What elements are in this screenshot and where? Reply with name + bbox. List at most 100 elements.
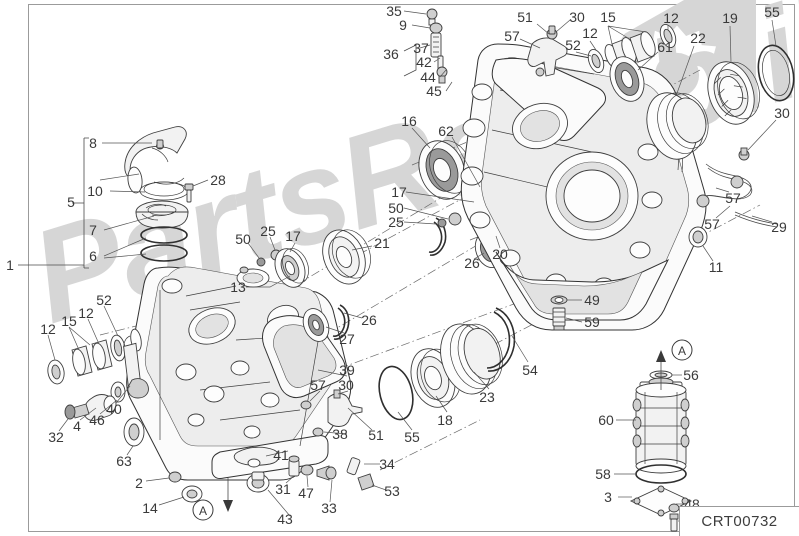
callout-49: 49 xyxy=(584,292,600,308)
part-left-spacer-stack xyxy=(47,328,142,385)
callout-28: 28 xyxy=(210,172,226,188)
callout-52-left: 52 xyxy=(96,292,112,308)
callout-62: 62 xyxy=(438,123,454,139)
callout-33: 33 xyxy=(321,500,337,516)
callout-30-right: 30 xyxy=(774,105,790,121)
part-bearing-27 xyxy=(302,304,350,342)
callout-55-bottom: 55 xyxy=(404,429,420,445)
callout-17-right: 17 xyxy=(391,184,407,200)
drawing-number: CRT00732 xyxy=(701,513,778,530)
callout-19: 19 xyxy=(722,10,738,26)
part-bolt-28 xyxy=(184,183,194,203)
callout-51-top: 51 xyxy=(517,9,533,25)
callout-16: 16 xyxy=(401,113,417,129)
callout-37: 37 xyxy=(413,40,429,56)
callout-10: 10 xyxy=(87,183,103,199)
callout-5: 5 xyxy=(67,194,75,210)
callout-55-top: 55 xyxy=(764,4,780,20)
callout-20: 20 xyxy=(492,246,508,262)
callout-42: 42 xyxy=(416,54,432,70)
part-circlip-55-top xyxy=(757,44,795,102)
callout-52-top: 52 xyxy=(565,37,581,53)
callout-8: 8 xyxy=(89,135,97,151)
callout-21: 21 xyxy=(374,235,390,251)
callout-57-right-1: 57 xyxy=(725,190,741,206)
svg-text:A: A xyxy=(678,344,686,358)
callout-3: 3 xyxy=(604,489,612,505)
callout-12-left-2: 12 xyxy=(40,321,56,337)
callout-46: 46 xyxy=(89,412,105,428)
callout-15: 15 xyxy=(600,9,616,25)
drawing-frame xyxy=(28,4,795,532)
part-bracket-4 xyxy=(64,394,117,421)
part-left-crankcase-half xyxy=(126,266,352,481)
callout-1: 1 xyxy=(6,257,14,273)
part-oil-lever xyxy=(110,342,149,403)
callout-43: 43 xyxy=(277,511,293,527)
callout-7: 7 xyxy=(89,222,97,238)
callout-56: 56 xyxy=(683,367,699,383)
part-sensor-51 xyxy=(300,389,363,427)
part-oil-line xyxy=(688,147,778,248)
callout-27: 27 xyxy=(339,331,355,347)
callout-12-left-1: 12 xyxy=(78,305,94,321)
callout-32: 32 xyxy=(48,429,64,445)
callout-51-bottom: 51 xyxy=(368,427,384,443)
callout-39: 39 xyxy=(339,362,355,378)
callout-41: 41 xyxy=(273,447,289,463)
callout-57-bottom: 57 xyxy=(310,377,326,393)
callout-61: 61 xyxy=(657,39,673,55)
callout-29: 29 xyxy=(771,219,787,235)
callout-50-right: 50 xyxy=(388,200,404,216)
callout-4: 4 xyxy=(73,418,81,434)
callout-15-left: 15 xyxy=(61,313,77,329)
callout-54: 54 xyxy=(522,362,538,378)
part-intake-manifold xyxy=(124,126,187,194)
left-bracket-group xyxy=(18,137,89,269)
callout-6: 6 xyxy=(89,248,97,264)
callout-14: 14 xyxy=(142,500,158,516)
callout-18: 18 xyxy=(437,412,453,428)
section-marker-a-left: A xyxy=(192,499,214,521)
callout-53: 53 xyxy=(384,483,400,499)
callout-12-top: 12 xyxy=(663,10,679,26)
part-fork-57 xyxy=(527,25,568,77)
callout-57-right-2: 57 xyxy=(704,216,720,232)
section-marker-a-right: A xyxy=(671,339,693,361)
callout-23: 23 xyxy=(479,389,495,405)
callout-25-right: 25 xyxy=(388,214,404,230)
svg-text:A: A xyxy=(199,504,207,518)
callout-30-bottom: 30 xyxy=(338,377,354,393)
part-sleeve-23 xyxy=(440,323,503,395)
callout-34: 34 xyxy=(379,456,395,472)
callout-50-left: 50 xyxy=(235,231,251,247)
callout-9: 9 xyxy=(399,17,407,33)
callout-40: 40 xyxy=(106,401,122,417)
callout-35: 35 xyxy=(386,3,402,19)
callout-60: 60 xyxy=(598,412,614,428)
callout-13: 13 xyxy=(230,279,246,295)
callout-22: 22 xyxy=(690,30,706,46)
callout-26-right: 26 xyxy=(464,255,480,271)
callout-12-b: 12 xyxy=(582,25,598,41)
callout-25-left: 25 xyxy=(260,223,276,239)
callout-36: 36 xyxy=(383,46,399,62)
callout-38: 38 xyxy=(332,426,348,442)
callout-45: 45 xyxy=(426,83,442,99)
callout-63: 63 xyxy=(116,453,132,469)
callout-59: 59 xyxy=(584,314,600,330)
callout-17-left: 17 xyxy=(285,228,301,244)
part-pushrod-assembly xyxy=(403,8,448,84)
part-bearing-row-upper xyxy=(239,229,371,288)
callout-31: 31 xyxy=(275,481,291,497)
callout-11: 11 xyxy=(708,259,724,275)
drawing-number-block: CRT00732 xyxy=(679,506,799,536)
callout-26-left: 26 xyxy=(361,312,377,328)
callout-57-top: 57 xyxy=(504,28,520,44)
callout-2: 2 xyxy=(135,475,143,491)
part-oil-filter-assembly xyxy=(629,350,693,532)
callout-47: 47 xyxy=(298,485,314,501)
